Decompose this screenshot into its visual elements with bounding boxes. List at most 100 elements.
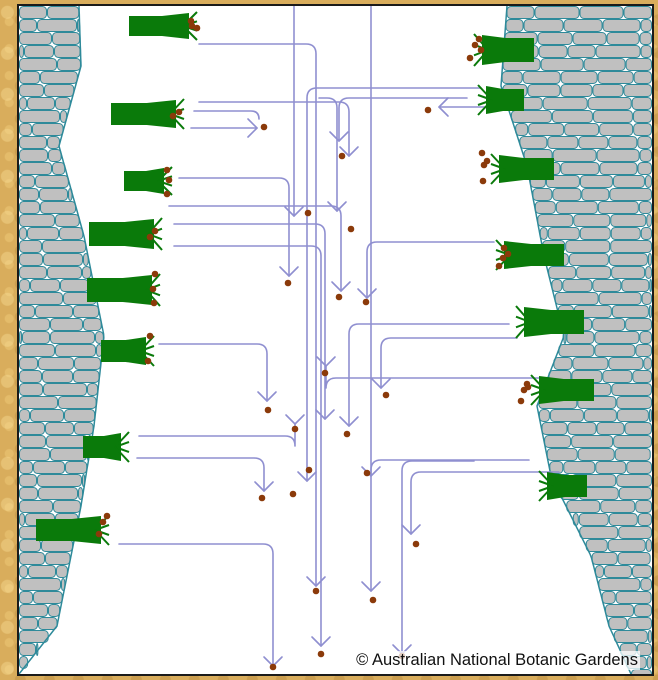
bark-cell	[516, 124, 528, 136]
spore	[152, 271, 159, 278]
bark-cell	[624, 85, 652, 97]
bark-cell	[20, 579, 61, 591]
spore	[145, 358, 152, 365]
spore	[518, 398, 525, 405]
bark-cell	[53, 33, 80, 45]
bark-cell	[48, 267, 82, 279]
bark-cell	[20, 241, 42, 253]
bark-cell	[625, 423, 652, 435]
bark-cell	[597, 423, 624, 435]
bark-cell	[41, 72, 78, 84]
bark-cell	[597, 150, 639, 162]
bark-cell	[580, 527, 618, 539]
bark-cell	[614, 631, 647, 643]
bark-cell	[568, 46, 595, 58]
bark-cell	[34, 462, 65, 474]
bark-cell	[533, 189, 552, 201]
bark-cell	[617, 410, 648, 422]
sporophyte	[36, 516, 101, 544]
bark-cell	[579, 514, 608, 526]
bark-cell	[609, 254, 647, 266]
bark-cell	[20, 553, 45, 565]
bark-cell	[641, 46, 651, 58]
spore-flight-path	[199, 102, 349, 156]
spore	[292, 426, 299, 433]
bark-cell	[617, 475, 652, 487]
bark-cell	[584, 410, 616, 422]
sporophytes	[36, 12, 594, 545]
bark-cell	[641, 20, 651, 32]
bark-cell	[20, 280, 30, 292]
bark-cell	[20, 605, 48, 617]
bark-cell	[638, 514, 651, 526]
bark-cell	[20, 33, 52, 45]
bark-cell	[511, 111, 551, 123]
bark-cell	[639, 202, 651, 214]
spore	[104, 513, 111, 520]
bark-cell	[634, 72, 651, 84]
spore-flight-path	[411, 472, 559, 534]
bark-cell	[65, 410, 95, 422]
bark-cell	[580, 176, 612, 188]
bark-cell	[49, 605, 60, 617]
bark-cell	[20, 618, 38, 630]
bark-cell	[20, 150, 48, 162]
spore	[313, 588, 320, 595]
spore-flight-path	[174, 246, 321, 646]
bark-cell	[564, 20, 602, 32]
bark-cell	[74, 306, 99, 318]
bark-cell	[640, 150, 651, 162]
bark-cell	[20, 137, 47, 149]
spore	[261, 124, 268, 131]
spore	[176, 109, 183, 116]
bark-cell	[648, 254, 651, 266]
spore	[478, 47, 485, 54]
bark-cell	[641, 579, 652, 591]
bark-cell	[640, 332, 652, 344]
bark-cell	[569, 254, 608, 266]
bark-cell	[612, 384, 652, 396]
bark-cell	[539, 46, 567, 58]
bark-cell	[636, 345, 652, 357]
sporophyte	[499, 155, 554, 183]
spore	[501, 245, 508, 252]
spore	[259, 495, 266, 502]
bark-cell	[603, 371, 632, 383]
bark-cell	[592, 553, 617, 565]
spore	[364, 470, 371, 477]
spore	[152, 228, 159, 235]
bark-cell	[542, 423, 567, 435]
bark-cell	[20, 228, 27, 240]
bark-cell	[20, 124, 32, 136]
bark-cell	[593, 111, 632, 123]
bark-cell	[644, 358, 652, 370]
spore-flight-path	[194, 111, 259, 119]
bark-cell	[20, 319, 50, 331]
sporophyte	[129, 13, 189, 39]
bark-cell	[20, 371, 42, 383]
bark-cell	[25, 46, 54, 58]
bark-cell	[20, 202, 40, 214]
bark-cell	[552, 280, 562, 292]
bark-cell	[645, 176, 651, 188]
spore-flight-path	[174, 224, 325, 419]
bark-cell	[593, 319, 625, 331]
bark-cell	[54, 501, 81, 513]
spore-flight-path	[367, 242, 494, 298]
left-tree-bark	[19, 6, 104, 674]
bark-cell	[632, 98, 651, 110]
bark-cell	[554, 358, 572, 370]
bark-cell	[58, 59, 81, 71]
bark-cell	[39, 618, 58, 630]
bark-cell	[520, 137, 547, 149]
bark-cell	[599, 579, 640, 591]
bark-cell	[20, 384, 43, 396]
bark-cell	[45, 85, 74, 97]
bark-cell	[20, 215, 55, 227]
bark-cell	[584, 59, 625, 71]
bark-cell	[550, 410, 583, 422]
bark-cell	[559, 345, 594, 357]
bark-cell	[638, 163, 652, 175]
spore	[96, 531, 103, 538]
bark-cell	[553, 150, 596, 162]
